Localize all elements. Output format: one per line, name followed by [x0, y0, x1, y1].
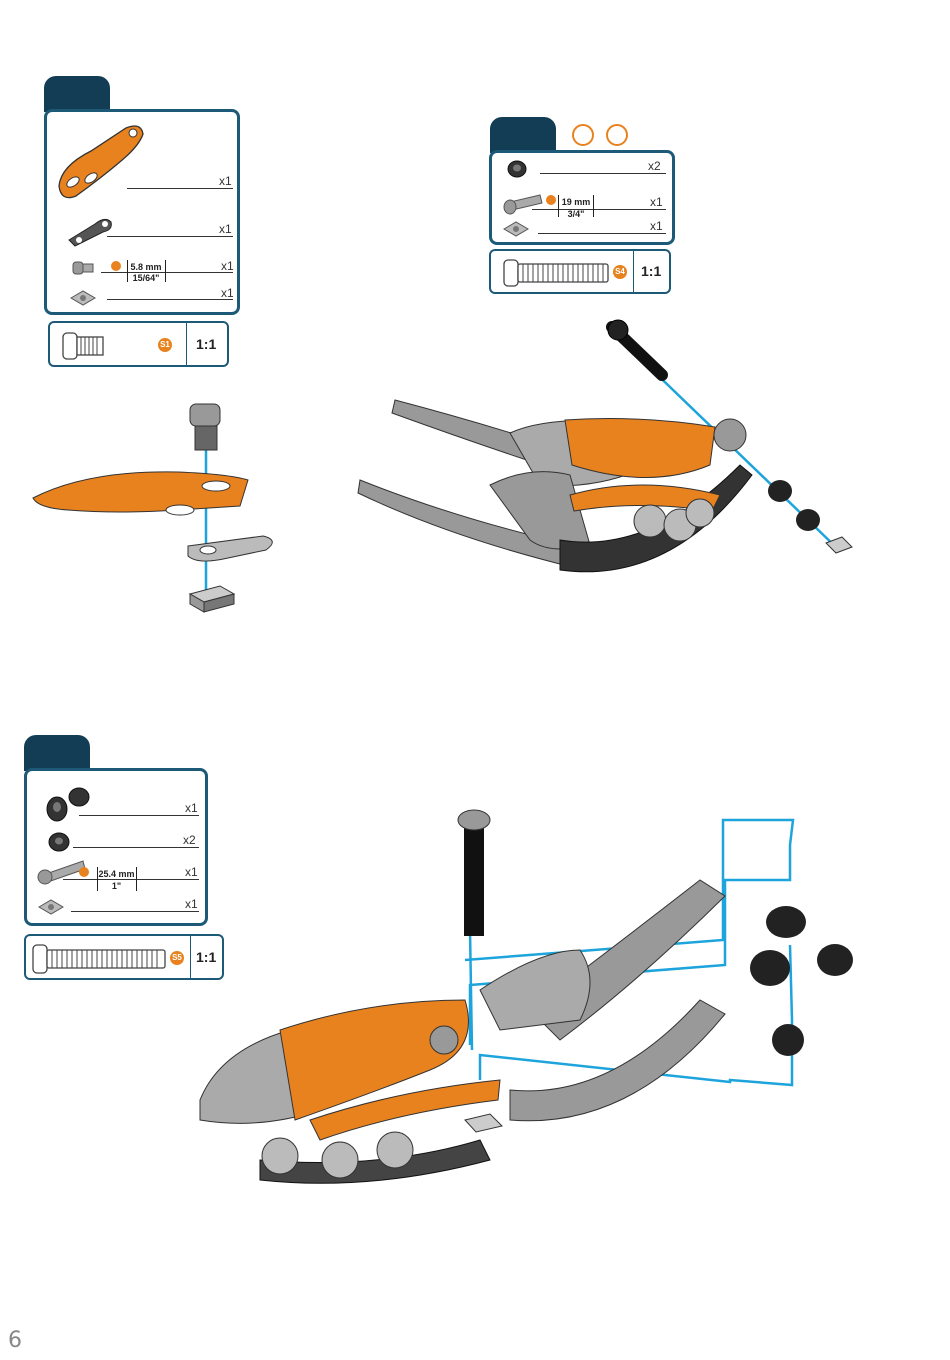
step1-measure-badge-icon — [111, 261, 121, 271]
step2-qty-2: x1 — [650, 195, 663, 209]
screw-scale-icon — [62, 331, 106, 361]
step2-qty-1: x2 — [648, 159, 661, 173]
screw-scale-icon — [503, 259, 613, 287]
spacer-icon — [506, 159, 528, 179]
step1-tab — [44, 76, 110, 112]
step1-qty-1: x1 — [219, 174, 232, 188]
step2-assembly-illustration — [350, 315, 870, 605]
step3-tab — [24, 735, 90, 771]
step2-scale-box: S4 1:1 — [489, 249, 671, 294]
step1-qty-2: x1 — [219, 222, 232, 236]
step1-scale-box: S1 1:1 — [48, 321, 229, 367]
bracket-icon — [65, 210, 115, 246]
axle-clamp-icon — [45, 785, 91, 825]
square-nut-icon — [69, 288, 97, 308]
step2-scale-ratio: 1:1 — [641, 263, 661, 279]
step2-row1-line — [540, 173, 666, 174]
step3-measure-in: 1" — [97, 881, 136, 891]
step2-measure-badge-icon — [546, 195, 556, 205]
step1-scale-divider — [186, 323, 187, 365]
step1-measure-in: 15/64" — [127, 273, 165, 283]
step1-parts-panel: x1 x1 5.8 mm 15/64" x1 x1 — [44, 109, 240, 315]
spacer-icon — [47, 831, 71, 853]
page-number: 6 — [8, 1328, 22, 1353]
step2-tab — [490, 117, 556, 153]
step3-measure-badge-icon — [79, 867, 89, 877]
step3-measure-bar-right — [136, 867, 137, 891]
step1-row4-line — [107, 299, 233, 300]
step1-measure-bar-right — [165, 260, 166, 282]
step1-scale-ratio: 1:1 — [196, 336, 216, 352]
step1-row1-line — [127, 188, 233, 189]
step2-scale-badge: S4 — [613, 265, 627, 279]
step1-measure-mm: 5.8 mm — [127, 262, 165, 272]
step2-parts-panel: x2 19 mm 3/4" x1 x1 — [489, 150, 675, 245]
step3-assembly-illustration — [180, 800, 870, 1190]
square-nut-icon — [502, 219, 530, 239]
step2-check-circle-1-icon — [572, 124, 594, 146]
square-nut-icon — [37, 897, 65, 917]
step1-row3-line — [101, 272, 233, 273]
step3-measure-mm: 25.4 mm — [97, 869, 136, 879]
medium-screw-icon — [502, 193, 546, 215]
step1-qty-4: x1 — [221, 286, 234, 300]
step2-measure-mm: 19 mm — [558, 197, 594, 207]
step2-qty-3: x1 — [650, 219, 663, 233]
step2-measure-in: 3/4" — [558, 209, 594, 219]
step3-row3-line — [63, 879, 199, 880]
step1-assembly-illustration — [28, 400, 288, 620]
step2-check-circle-2-icon — [606, 124, 628, 146]
step1-qty-3: x1 — [221, 259, 234, 273]
orange-plate-icon — [51, 116, 151, 206]
step2-row3-line — [538, 233, 666, 234]
step1-row2-line — [107, 236, 233, 237]
step2-scale-divider — [633, 251, 634, 292]
step2-row2-line — [532, 209, 666, 210]
step1-scale-badge: S1 — [158, 338, 172, 352]
short-screw-icon — [71, 258, 97, 278]
screw-scale-icon — [32, 944, 168, 974]
